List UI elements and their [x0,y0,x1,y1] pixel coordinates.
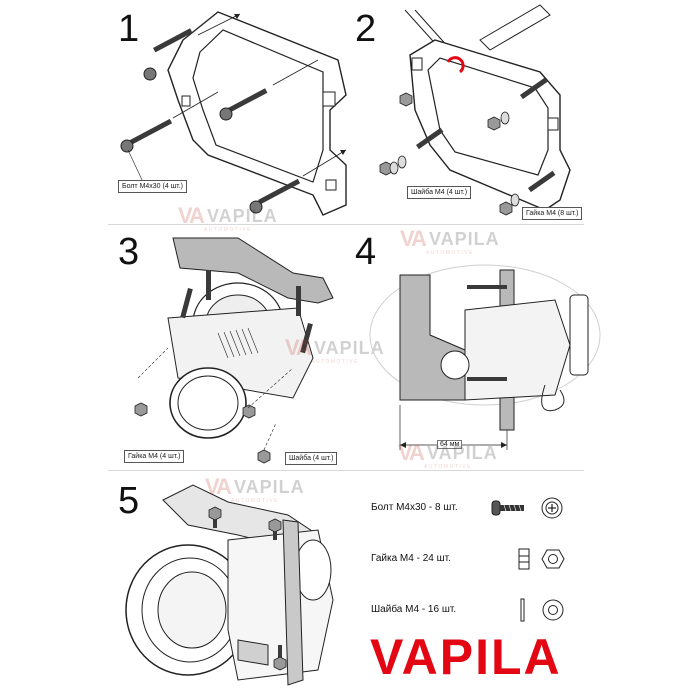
watermark-text: VAPILA [233,476,305,497]
watermark-logo: VA [178,203,205,228]
watermark-sub: AUTOMOTIVE [426,250,474,256]
watermark-text: VAPILA [313,337,385,358]
step3-illustration [134,237,334,464]
callout-bolt: Болт М4х30 (4 шт.) [118,180,188,193]
step1-illustration [120,11,347,216]
step-number-2: 2 [355,8,377,50]
watermark-sub: AUTOMOTIVE [424,464,472,470]
legend-bolt-label: Болт М4х30 - 8 шт. [371,502,458,513]
watermark-sub: AUTOMOTIVE [311,359,359,365]
step4-illustration [369,264,601,450]
step2-illustration [379,4,571,216]
watermark-text: VAPILA [206,205,278,226]
watermark-text: VAPILA [426,442,498,463]
watermark-logo: VA [400,226,427,251]
callout-nut-step2: Гайка М4 (8 шт.) [522,207,583,220]
step5-illustration [125,484,334,686]
watermark-sub: AUTOMOTIVE [204,227,252,233]
step-number-3: 3 [118,231,140,273]
dimension-label: 64 мм [437,440,463,449]
washer-icon [520,598,564,622]
legend-washer-label: Шайба М4 - 16 шт. [371,604,457,615]
brand-logo: VAPILA [370,629,562,685]
bolt-icon [143,28,193,81]
nut-icon [379,92,513,216]
nut-icon [518,548,565,570]
watermark-text: VAPILA [428,228,500,249]
watermark-logo: VA [398,440,425,465]
watermark-logo: VA [285,335,312,360]
bolt-icon [491,497,563,519]
step-number-1: 1 [118,8,140,50]
callout-nut-step3: Гайка М4 (4 шт.) [124,450,185,463]
callout-washer-step2: Шайба М4 (4 шт.) [407,186,472,199]
watermark-sub: AUTOMOTIVE [231,498,279,504]
divider-top [108,224,584,225]
divider-middle [108,470,584,471]
callout-washer-step3: Шайба (4 шт.) [285,452,338,465]
step-number-4: 4 [355,231,377,273]
step-number-5: 5 [118,480,140,522]
legend-nut-label: Гайка М4 - 24 шт. [371,553,451,564]
watermark-logo: VA [205,474,232,499]
